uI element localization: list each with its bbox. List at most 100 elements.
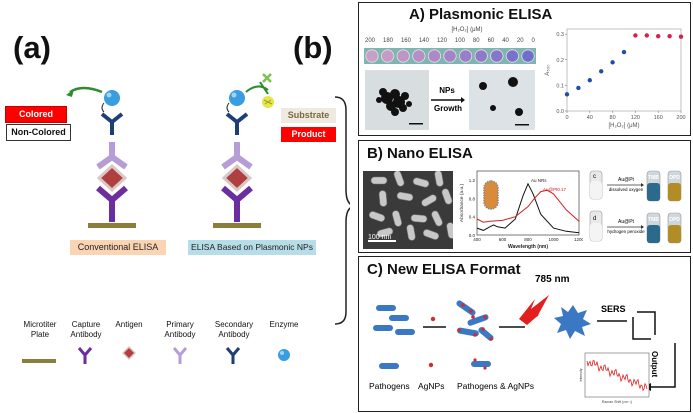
chart-frame — [566, 28, 682, 112]
nanorod-icon — [422, 229, 440, 240]
x-tick-label: 80 — [610, 115, 616, 121]
vial-d-label: d — [593, 216, 597, 222]
pathogens-agnps-label: Pathogens & AgNPs — [457, 381, 535, 391]
x-tick-label: 1000 — [548, 237, 559, 242]
arrow-icon — [245, 85, 269, 93]
data-point — [644, 33, 649, 38]
nanorod-icon — [412, 177, 430, 188]
primary-antibody-icon — [96, 142, 128, 170]
vial-scheme — [589, 170, 682, 244]
product-label: Product — [281, 127, 336, 142]
legend-pathogen-icon — [379, 363, 399, 369]
plasmonic-elisa-title: A) Plasmonic ELISA — [409, 6, 553, 23]
plasmonic-elisa-box: A) Plasmonic ELISA [H₂O₂] (μM) 200 180 1… — [358, 2, 691, 136]
panel-label-a: (a) — [13, 30, 51, 65]
dissolved-oxygen-label: dissolved oxygen — [608, 187, 644, 192]
tem-image-left — [365, 70, 429, 130]
well-strip — [364, 48, 536, 64]
well-icon — [490, 49, 504, 63]
legend-enzyme-icon — [278, 349, 290, 361]
legend-primary-label: Primary Antibody — [164, 320, 196, 339]
hydrogen-peroxide-label: hydrogen peroxide — [607, 229, 645, 234]
legend-secondary-label: Secondary Antibody — [214, 320, 254, 339]
h2o2-value: 140 — [418, 38, 429, 44]
core-shell-nanorod-icon — [483, 180, 499, 210]
colored-label: Colored — [5, 106, 67, 123]
nanorod-icon — [376, 227, 394, 238]
raman-spectrum-line — [586, 360, 648, 392]
laser-label: 785 nm — [535, 274, 570, 285]
data-point — [576, 85, 581, 91]
aupt-bottom-label: Au@Pt — [618, 219, 634, 225]
vial-c-label: c — [593, 174, 596, 180]
y-tick-label: 0.2 — [556, 58, 564, 64]
agnps-label: AgNPs — [418, 381, 445, 391]
secondary-antibody-icon — [100, 112, 124, 135]
sers-label: SERS — [601, 304, 626, 314]
x-tick-label: 1200 — [574, 237, 583, 242]
x-tick-label: 40 — [587, 115, 593, 121]
vial-c-icon — [589, 170, 603, 200]
h2o2-value: 100 — [454, 38, 465, 44]
legend-antigen-icon — [121, 345, 137, 361]
data-point — [667, 33, 672, 39]
well-icon — [443, 49, 457, 63]
conventional-elisa-label: Conventional ELISA — [70, 240, 166, 255]
well-icon — [396, 49, 410, 63]
h2o2-value: 120 — [436, 38, 447, 44]
new-elisa-scheme: Raman Shift (cm⁻¹)Intensity — [373, 295, 676, 404]
x-tick-label: 200 — [676, 115, 685, 121]
nanorod-icon — [410, 214, 428, 223]
well-icon — [365, 49, 379, 63]
arrow-icon — [259, 81, 269, 95]
scale-label: 100 nm — [368, 234, 392, 241]
h2o2-label: [H₂O₂] (μM) — [451, 27, 483, 33]
h2o2-value: 20 — [516, 38, 524, 44]
x-tick-label: 600 — [499, 237, 507, 242]
y-axis-label: Absorbance (a.u.) — [459, 184, 465, 223]
h2o2-value: 40 — [502, 38, 509, 44]
h2o2-value: 0 — [531, 38, 535, 44]
microtiter-plate-icon — [88, 223, 136, 228]
x-axis-label: Wavelength (nm) — [508, 244, 548, 250]
y-tick-label: 0.0 — [556, 109, 564, 115]
nanorod-icon — [370, 176, 388, 185]
x-axis-label: [H₂O₂] (μM) — [608, 123, 639, 129]
nanorod-icon — [396, 191, 414, 202]
y-tick-label: 0.1 — [556, 83, 564, 89]
h2o2-values-row: 200 180 160 140 120 100 80 60 40 20 0 — [365, 38, 535, 47]
data-point — [587, 78, 592, 83]
nanorod-icon — [421, 194, 437, 207]
laser-bolt-icon — [519, 295, 549, 325]
series-line — [476, 189, 580, 223]
pathogen-agnp-conjugate-icon — [456, 300, 494, 341]
data-point — [621, 49, 627, 55]
panel-label-b: (b) — [293, 30, 333, 65]
h2o2-value: 60 — [487, 38, 495, 44]
tmb-bottom-label: TMB — [648, 217, 659, 223]
series-line — [476, 182, 580, 234]
legend-enzyme-label: Enzyme — [269, 320, 299, 329]
vial-opd-bottom-icon — [667, 212, 682, 244]
data-point — [610, 60, 615, 65]
x-tick-label: 400 — [473, 237, 481, 242]
data-point — [656, 33, 661, 39]
y-tick-label: 0.4 — [469, 215, 476, 220]
enzyme-icon — [104, 90, 120, 106]
nanorod-icon — [392, 210, 402, 227]
legend-agnp-icon — [428, 362, 434, 368]
nanorod-icon — [406, 224, 416, 241]
nanorod-icon — [434, 171, 444, 187]
tmb-top-label: TMB — [648, 175, 659, 181]
elisa-schematic — [22, 73, 350, 364]
enzyme-icon — [229, 90, 245, 106]
legend-antigen-label: Antigen — [115, 320, 143, 329]
au-nrs-label: Au NRs — [531, 178, 547, 183]
nanorod-icon — [393, 171, 405, 187]
substrate-cross-icon — [262, 73, 272, 83]
well-icon — [412, 49, 426, 63]
output-arrow-icon — [651, 343, 676, 388]
